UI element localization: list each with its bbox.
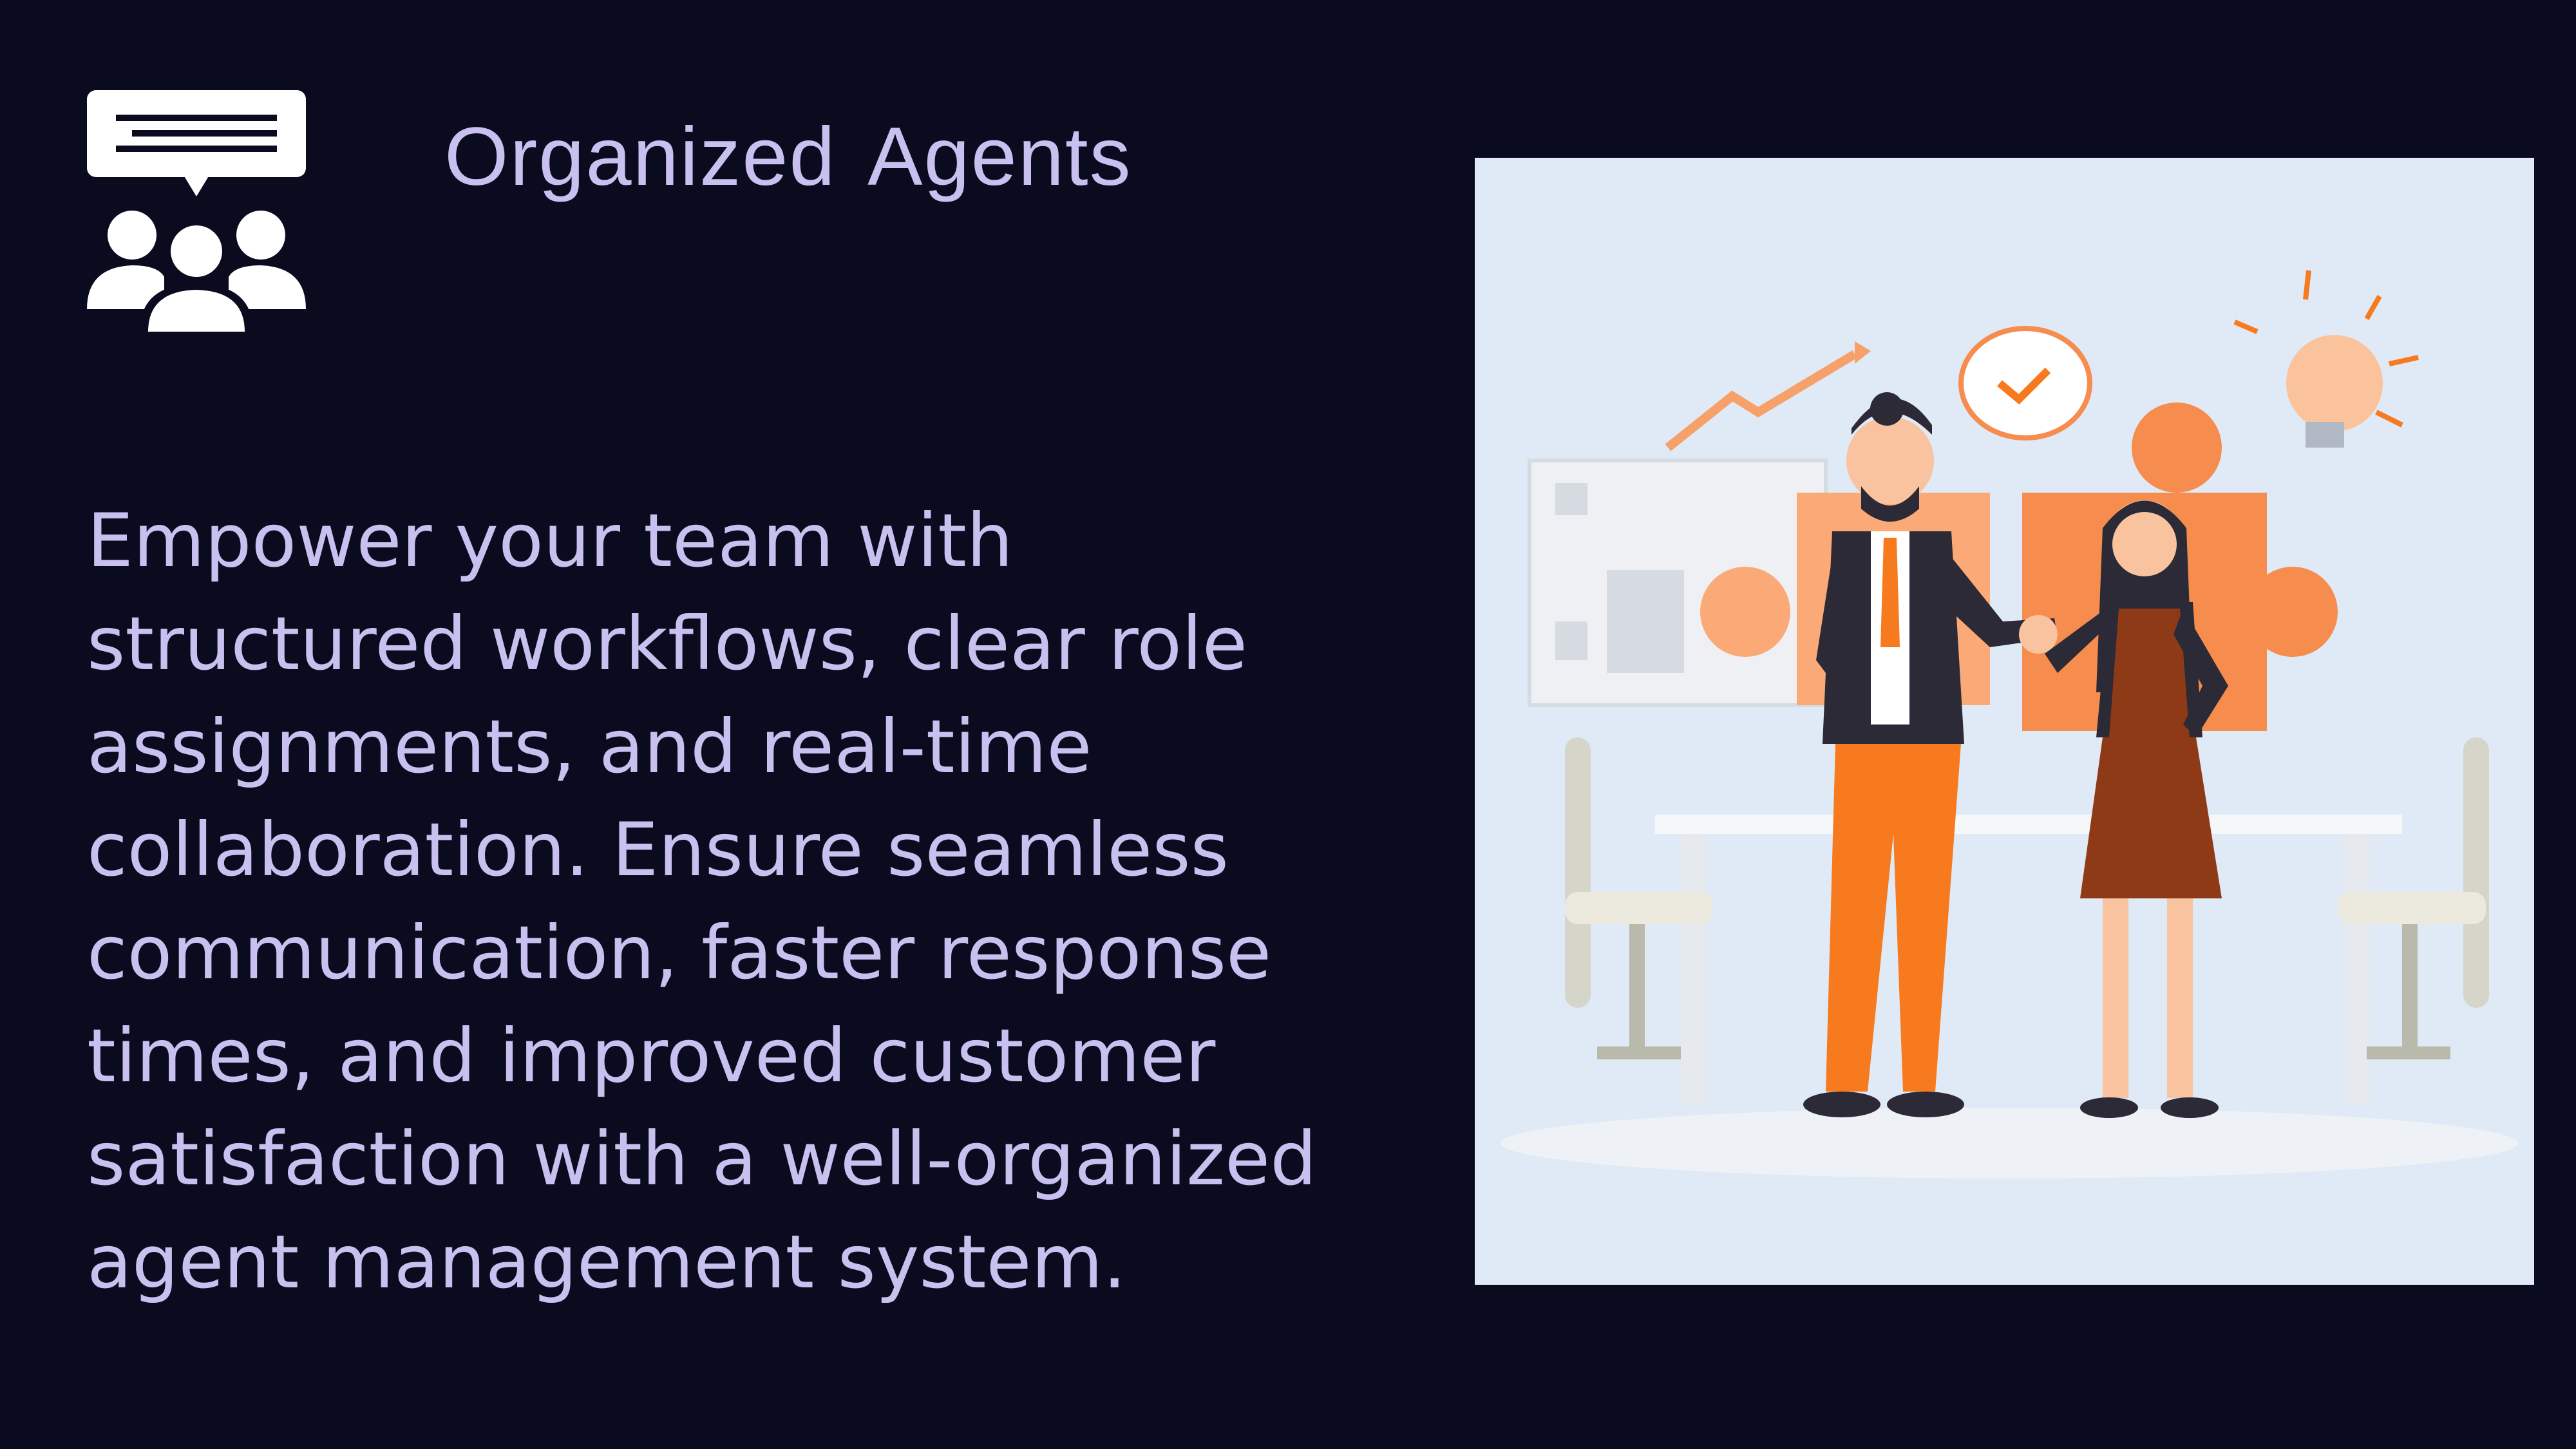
page-title: Organized Agents — [444, 111, 1132, 203]
description-text: Empower your team with structured workfl… — [87, 498, 1317, 1305]
team-chat-icon — [87, 90, 306, 332]
handshake-illustration — [1475, 158, 2534, 1285]
